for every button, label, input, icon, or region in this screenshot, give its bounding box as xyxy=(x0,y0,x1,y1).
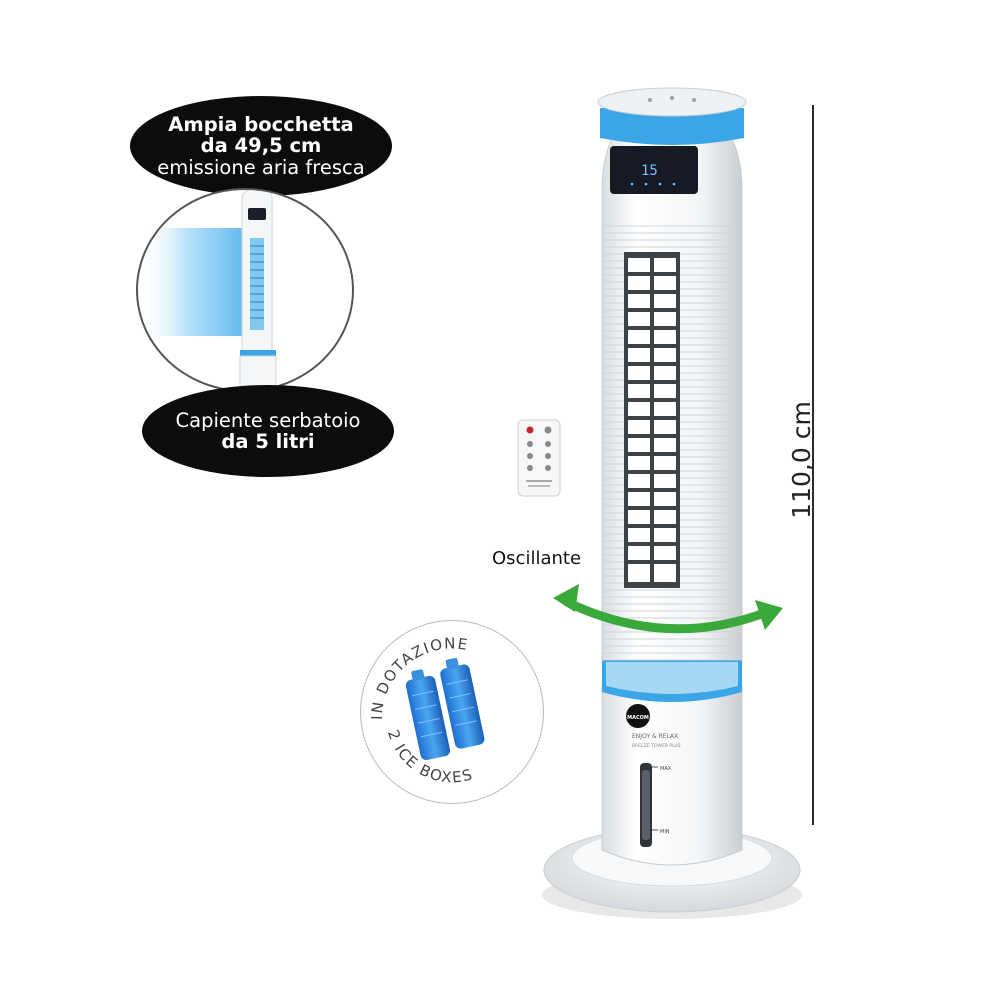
height-dimension-label: 110,0 cm xyxy=(787,401,816,519)
tank-feature-bubble: Capiente serbatoio da 5 litri xyxy=(142,385,394,477)
brand-logo-text: MACOM xyxy=(627,715,649,721)
outlet-feature-line3: emissione aria fresca xyxy=(157,155,365,179)
tank-max-label: MAX xyxy=(660,766,672,772)
tank-feature-line1: Capiente serbatoio xyxy=(175,408,361,432)
arrow-head-right xyxy=(755,600,783,630)
ice-pack-right xyxy=(440,657,485,749)
height-dimension-line xyxy=(812,105,814,825)
top-blue-ring xyxy=(600,108,744,145)
mini-tower-base xyxy=(239,355,277,390)
airflow-zoom-circle xyxy=(136,188,354,392)
tank-min-label: MIN xyxy=(660,829,670,835)
tagline-text: ENJOY & RELAX xyxy=(632,733,678,740)
outlet-feature-bubble: Ampia bocchetta da 49,5 cm emissione ari… xyxy=(130,96,392,196)
mini-tower-blue-ring xyxy=(240,350,276,356)
digital-display xyxy=(610,146,698,194)
airflow-zoom-illustration xyxy=(138,190,277,390)
model-text: BREEZE TOWER PLUS xyxy=(632,743,681,749)
arrow-head-left xyxy=(553,584,579,612)
tank-feature-line2: da 5 litri xyxy=(221,430,315,453)
top-control-panel xyxy=(597,87,747,117)
cool-air-flow xyxy=(138,228,246,336)
mini-tower-grille xyxy=(250,238,264,330)
tower-fan: 15 MACOM ENJOY & RELAX BREEZE TOWER PLUS… xyxy=(542,87,802,919)
oscillation-label: Oscillante xyxy=(492,548,582,569)
display-temperature: 15 xyxy=(641,163,658,179)
base-housing xyxy=(601,684,743,866)
ice-boxes-badge-graphic: IN DOTAZIONE 2 ICE BOXES xyxy=(368,634,485,787)
outlet-feature-line2: da 49,5 cm xyxy=(200,134,322,158)
brand-logo xyxy=(626,704,650,728)
outlet-feature-line1: Ampia bocchetta xyxy=(168,113,354,137)
oscillation-arrow xyxy=(553,584,783,634)
ice-pack-left xyxy=(405,669,451,761)
mini-tower-display xyxy=(248,208,266,220)
remote-power-button xyxy=(526,426,534,434)
remote-control xyxy=(517,419,561,497)
remote-button xyxy=(544,426,552,434)
